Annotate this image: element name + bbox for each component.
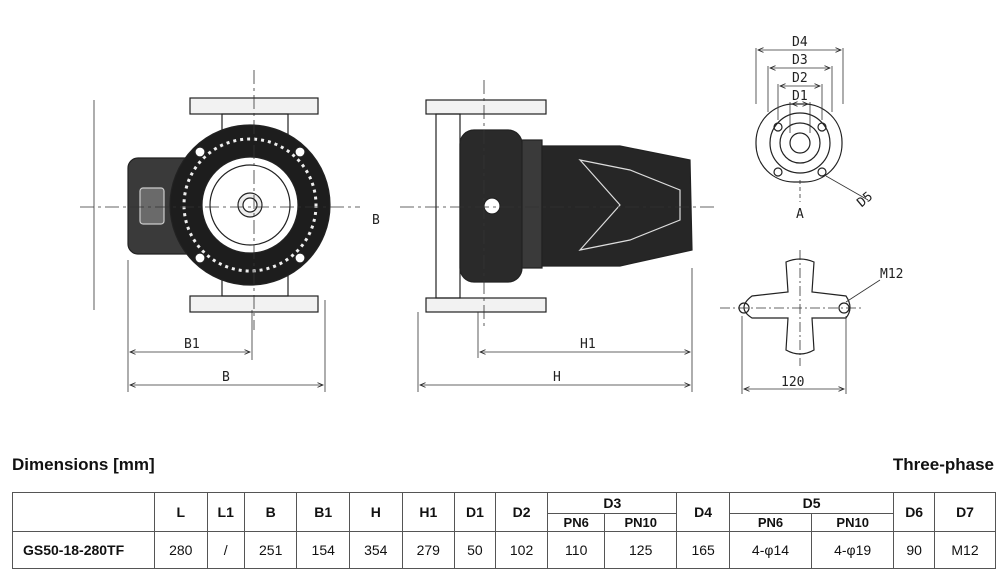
cell-d4: 165 xyxy=(676,531,730,569)
cell-h1: 279 xyxy=(401,531,456,569)
thread-label-m12: M12 xyxy=(880,267,903,282)
header-l1: L1 xyxy=(206,492,245,532)
cell-d7: M12 xyxy=(934,531,996,569)
cell-model: GS50-18-280TF xyxy=(12,531,155,569)
pump-side-view-icon xyxy=(425,99,693,313)
header-d7: D7 xyxy=(934,492,996,532)
technical-drawing: B1 B B H1 H xyxy=(80,35,903,394)
cross-bracket-view-icon xyxy=(738,258,851,355)
cell-b1: 154 xyxy=(296,531,350,569)
dim-label-d1: D1 xyxy=(792,89,808,104)
dim-label-h1: H1 xyxy=(580,337,596,352)
dim-label-h: H xyxy=(553,370,561,385)
dim-label-d2: D2 xyxy=(792,71,808,86)
cell-d3-pn10: 125 xyxy=(604,531,678,569)
pump-front-view-icon xyxy=(127,97,331,313)
cell-b: 251 xyxy=(243,531,298,569)
flange-view-icon xyxy=(755,103,843,183)
dimensions-title: Dimensions [mm] xyxy=(12,455,155,474)
header-d3: D3 xyxy=(547,492,678,514)
cell-h: 354 xyxy=(348,531,403,569)
header-b: B xyxy=(243,492,298,532)
cell-l1: / xyxy=(206,531,245,569)
header-b1: B1 xyxy=(296,492,350,532)
table-header-row: L L1 B B1 H H1 D1 D2 D3 D4 D5 D6 D7 xyxy=(12,492,996,532)
header-d3-pn6: PN6 xyxy=(547,513,606,532)
cell-d1: 50 xyxy=(454,531,496,569)
header-d3-pn10: PN10 xyxy=(604,513,678,532)
cell-d6: 90 xyxy=(893,531,936,569)
cell-d5-pn10: 4-φ19 xyxy=(811,531,895,569)
header-d5-pn10: PN10 xyxy=(811,513,895,532)
cell-d3-pn6: 110 xyxy=(547,531,606,569)
phase-label: Three-phase xyxy=(892,455,994,474)
dim-label-d3: D3 xyxy=(792,53,808,68)
header-d1: D1 xyxy=(454,492,496,532)
cell-l: 280 xyxy=(154,531,208,569)
dim-label-d4: D4 xyxy=(792,35,808,50)
table-row: GS50-18-280TF 280 / 251 154 354 279 50 1… xyxy=(12,531,996,569)
dim-label-120: 120 xyxy=(781,375,804,390)
header-d4: D4 xyxy=(676,492,730,532)
header-d5-pn6: PN6 xyxy=(728,513,813,532)
header-d6: D6 xyxy=(893,492,936,532)
cell-d2: 102 xyxy=(494,531,549,569)
dim-label-b1: B1 xyxy=(184,337,200,352)
header-h: H xyxy=(348,492,403,532)
cell-d5-pn6: 4-φ14 xyxy=(728,531,813,569)
header-l: L xyxy=(154,492,208,532)
header-h1: H1 xyxy=(401,492,456,532)
header-d5: D5 xyxy=(728,492,895,514)
dimensions-table: L L1 B B1 H H1 D1 D2 D3 D4 D5 D6 D7 PN6 … xyxy=(12,492,996,569)
dim-label-b: B xyxy=(222,370,230,385)
header-d2: D2 xyxy=(494,492,549,532)
dim-label-d5: D5 xyxy=(854,189,876,211)
header-model xyxy=(12,492,155,532)
section-label-a: A xyxy=(796,207,804,222)
view-arrow-label-b: B xyxy=(372,213,380,228)
